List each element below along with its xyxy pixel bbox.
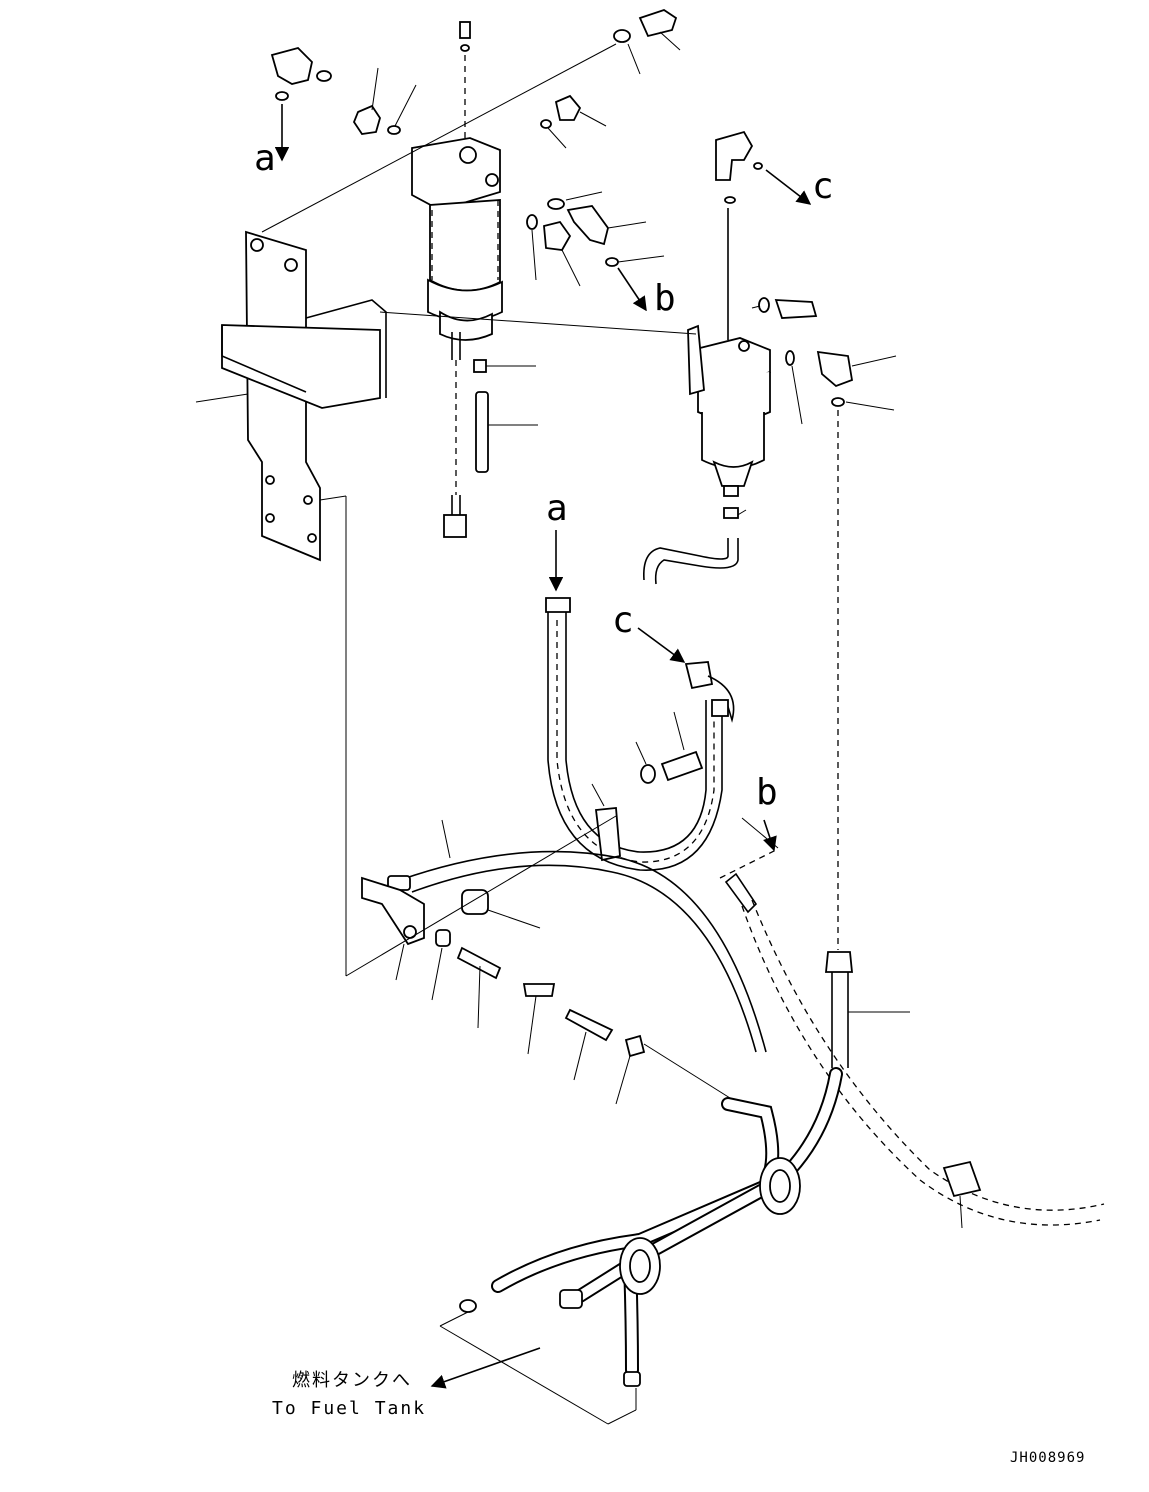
spacer-collar: [461, 889, 541, 929]
mounting-bracket: [221, 230, 387, 562]
tube-grommet-assembly: [459, 1067, 843, 1387]
elbow-fitting-c: [715, 130, 812, 340]
water-sensor-wire: [443, 332, 467, 538]
plug-fitting: [352, 67, 417, 135]
callout-c-top: c: [812, 166, 834, 207]
tube-bracket-bottom: [361, 876, 425, 981]
callout-c-mid: c: [612, 600, 634, 641]
callout-a-top: a: [254, 138, 276, 179]
drain-hose: [475, 391, 538, 473]
return-hose-b: [719, 849, 1105, 1229]
long-hose: [387, 819, 767, 1053]
elbow-fitting-right: [785, 350, 897, 425]
fuel-hose-a: [545, 530, 723, 871]
bolt-secondary: [751, 297, 818, 319]
elbow-bottom: [615, 1034, 731, 1105]
elbow-fitting-top: [270, 46, 332, 162]
clip-bottom: [522, 983, 556, 1055]
destination-label-en: To Fuel Tank: [272, 1398, 426, 1419]
destination-label-jp: 燃料タンクへ: [292, 1370, 412, 1391]
mounting-bolt-top: [459, 9, 681, 140]
primary-fuel-filter: [411, 137, 503, 341]
filter-side-fittings: [526, 94, 665, 312]
callout-b-top: b: [654, 278, 676, 319]
hose-clamp-center: [591, 711, 704, 862]
callout-a-mid: a: [546, 488, 568, 529]
nipple-bottom: [564, 1008, 614, 1081]
drain-elbow-secondary: [643, 507, 739, 585]
secondary-fuel-filter: [687, 324, 771, 497]
drain-plug: [473, 359, 536, 373]
drawing-code: JH008969: [1010, 1450, 1085, 1466]
fuel-hose-c: [637, 627, 735, 723]
small-collar: [431, 929, 451, 1001]
callout-b-mid: b: [756, 772, 778, 813]
fuel-line-right: [825, 410, 910, 1068]
to-fuel-tank-leader: [430, 1311, 637, 1425]
connector-bolt: [456, 946, 502, 1029]
